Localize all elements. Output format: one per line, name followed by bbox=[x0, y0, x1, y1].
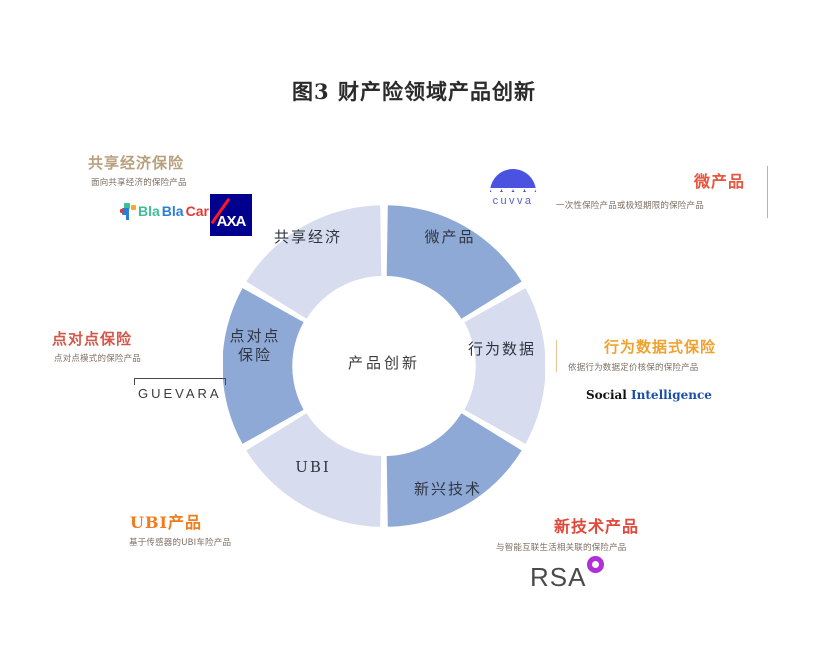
donut-segment-emerging-tech[interactable] bbox=[386, 413, 522, 527]
callout-emerging-tech-subtitle: 与智能互联生活相关联的保险产品 bbox=[496, 543, 627, 553]
axa-text: AXA bbox=[216, 213, 247, 230]
figure-title: 图3 财产险领域产品创新 bbox=[292, 79, 536, 104]
blablacar-mark-icon bbox=[120, 203, 136, 220]
blablacar-text-1: Bla bbox=[138, 203, 160, 219]
cuvva-umbrella-icon bbox=[490, 169, 536, 193]
callout-behavior-data-heading: 行为数据式保险 bbox=[604, 338, 717, 356]
callout-peer-to-peer-subtitle: 点对点模式的保险产品 bbox=[54, 354, 142, 364]
donut-segment-ubi[interactable] bbox=[246, 413, 382, 527]
donut-segment-peer-to-peer[interactable] bbox=[223, 288, 304, 444]
callout-peer-to-peer: 点对点保险 点对点模式的保险产品 bbox=[52, 328, 141, 364]
guevara-bracket-icon bbox=[134, 378, 226, 385]
guevara-text: GUEVARA bbox=[138, 386, 222, 401]
callout-micro-product-heading: 微产品 bbox=[694, 172, 746, 191]
callout-peer-to-peer-heading: 点对点保险 bbox=[52, 330, 133, 348]
callout-micro-product-subtitle: 一次性保险产品或极短期限的保险产品 bbox=[556, 201, 704, 211]
donut-segment-micro-product[interactable] bbox=[386, 205, 522, 319]
callout-emerging-tech-sub-wrap: 与智能互联生活相关联的保险产品 bbox=[496, 538, 627, 553]
callout-behavior-data-sub-wrap: 依据行为数据定价核保的保险产品 bbox=[568, 358, 699, 373]
callout-sharing-economy-heading: 共享经济保险 bbox=[88, 154, 185, 172]
cuvva-logo: cuvva bbox=[490, 169, 536, 207]
rsa-logo: RSA bbox=[530, 556, 605, 593]
donut-segment-behavior-data[interactable] bbox=[464, 288, 545, 444]
callout-behavior-data-subtitle: 依据行为数据定价核保的保险产品 bbox=[568, 363, 699, 373]
callout-micro-product-heading-wrap: 微产品 bbox=[694, 168, 745, 192]
social-intelligence-text-2: Intelligence bbox=[631, 388, 712, 402]
blablacar-text-3: Car bbox=[185, 203, 209, 219]
callout-ubi: UBI产品 基于传感器的UBI车险产品 bbox=[129, 509, 232, 548]
rsa-ring-icon bbox=[587, 556, 605, 573]
rsa-text: RSA bbox=[530, 562, 587, 592]
callout-micro-product: 一次性保险产品或极短期限的保险产品 bbox=[556, 196, 704, 211]
behavior-data-divider bbox=[556, 340, 557, 372]
callout-ubi-subtitle: 基于传感器的UBI车险产品 bbox=[129, 538, 232, 548]
callout-behavior-data: 行为数据式保险 bbox=[604, 336, 716, 357]
callout-sharing-economy: 共享经济保险 面向共享经济的保险产品 bbox=[88, 152, 187, 188]
callout-emerging-tech: 新技术产品 bbox=[554, 513, 639, 537]
axa-logo: AXA bbox=[210, 194, 252, 236]
donut-center-label: 产品创新 bbox=[347, 354, 420, 372]
donut-segment-sharing-economy[interactable] bbox=[246, 205, 382, 319]
social-intelligence-logo: Social Intelligence bbox=[586, 388, 712, 402]
cuvva-text: cuvva bbox=[492, 195, 534, 207]
micro-product-divider bbox=[767, 166, 768, 218]
callout-ubi-heading: UBI产品 bbox=[130, 513, 202, 532]
guevara-logo: GUEVARA bbox=[134, 378, 226, 401]
callout-emerging-tech-heading: 新技术产品 bbox=[554, 517, 640, 536]
social-intelligence-text-1: Social bbox=[586, 388, 632, 402]
donut-chart bbox=[223, 205, 545, 527]
blablacar-text-2: Bla bbox=[161, 203, 184, 219]
callout-sharing-economy-subtitle: 面向共享经济的保险产品 bbox=[91, 178, 187, 188]
